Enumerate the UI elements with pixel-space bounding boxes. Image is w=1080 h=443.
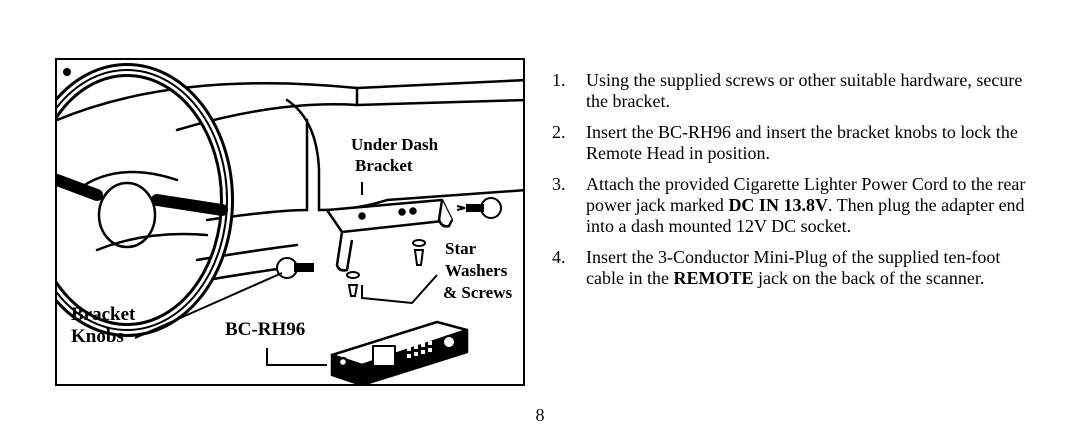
step-item: 2. Insert the BC-RH96 and insert the bra… — [552, 122, 1032, 164]
step-text: Using the supplied screws or other suita… — [586, 70, 1023, 111]
label-bracket-knobs-line2: Knobs — [71, 326, 124, 347]
under-dash-bracket — [325, 198, 454, 272]
remote-head-unit — [330, 320, 469, 384]
label-washers: Washers — [445, 261, 508, 280]
step-text-after: jack on the back of the scanner. — [753, 268, 985, 288]
step-item: 3. Attach the provided Cigarette Lighter… — [552, 174, 1032, 237]
step-number: 3. — [552, 174, 566, 194]
label-under-dash: Under Dash — [351, 135, 439, 154]
step-text-after: . Then plug the adapter end into a dash … — [586, 195, 1025, 236]
installation-steps: 1. Using the supplied screws or other su… — [552, 70, 1032, 299]
screws-and-washers — [346, 239, 426, 297]
step-text: Attach the provided Cigarette Lighter Po… — [586, 174, 1026, 215]
left-bracket-knob — [276, 257, 314, 279]
label-star: Star — [445, 239, 477, 258]
label-model: BC-RH96 — [225, 319, 306, 340]
page-number: 8 — [535, 405, 545, 425]
label-bracket-knobs-line1: Bracket — [71, 304, 136, 325]
label-screws: & Screws — [443, 283, 513, 302]
callout-lines — [134, 182, 438, 366]
label-bracket: Bracket — [355, 156, 413, 175]
steering-wheel-left-dot — [63, 68, 71, 76]
step-number: 1. — [552, 70, 566, 90]
dashboard-drawing — [57, 63, 523, 384]
step-item: 1. Using the supplied screws or other su… — [552, 70, 1032, 112]
right-bracket-knob — [456, 197, 502, 219]
steering-wheel — [57, 63, 234, 337]
step-number: 2. — [552, 122, 566, 142]
step-text: Insert the BC-RH96 and insert the bracke… — [586, 122, 1018, 163]
step-item: 4. Insert the 3-Conductor Mini-Plug of t… — [552, 247, 1032, 289]
step-number: 4. — [552, 247, 566, 267]
step-text: Insert the 3-Conductor Mini-Plug of the … — [586, 247, 1001, 288]
step-bold-term: DC IN 13.8V — [728, 195, 828, 215]
installation-illustration: Under Dash Bracket Star Washers & Screws… — [55, 58, 525, 386]
step-bold-term: REMOTE — [673, 268, 754, 288]
